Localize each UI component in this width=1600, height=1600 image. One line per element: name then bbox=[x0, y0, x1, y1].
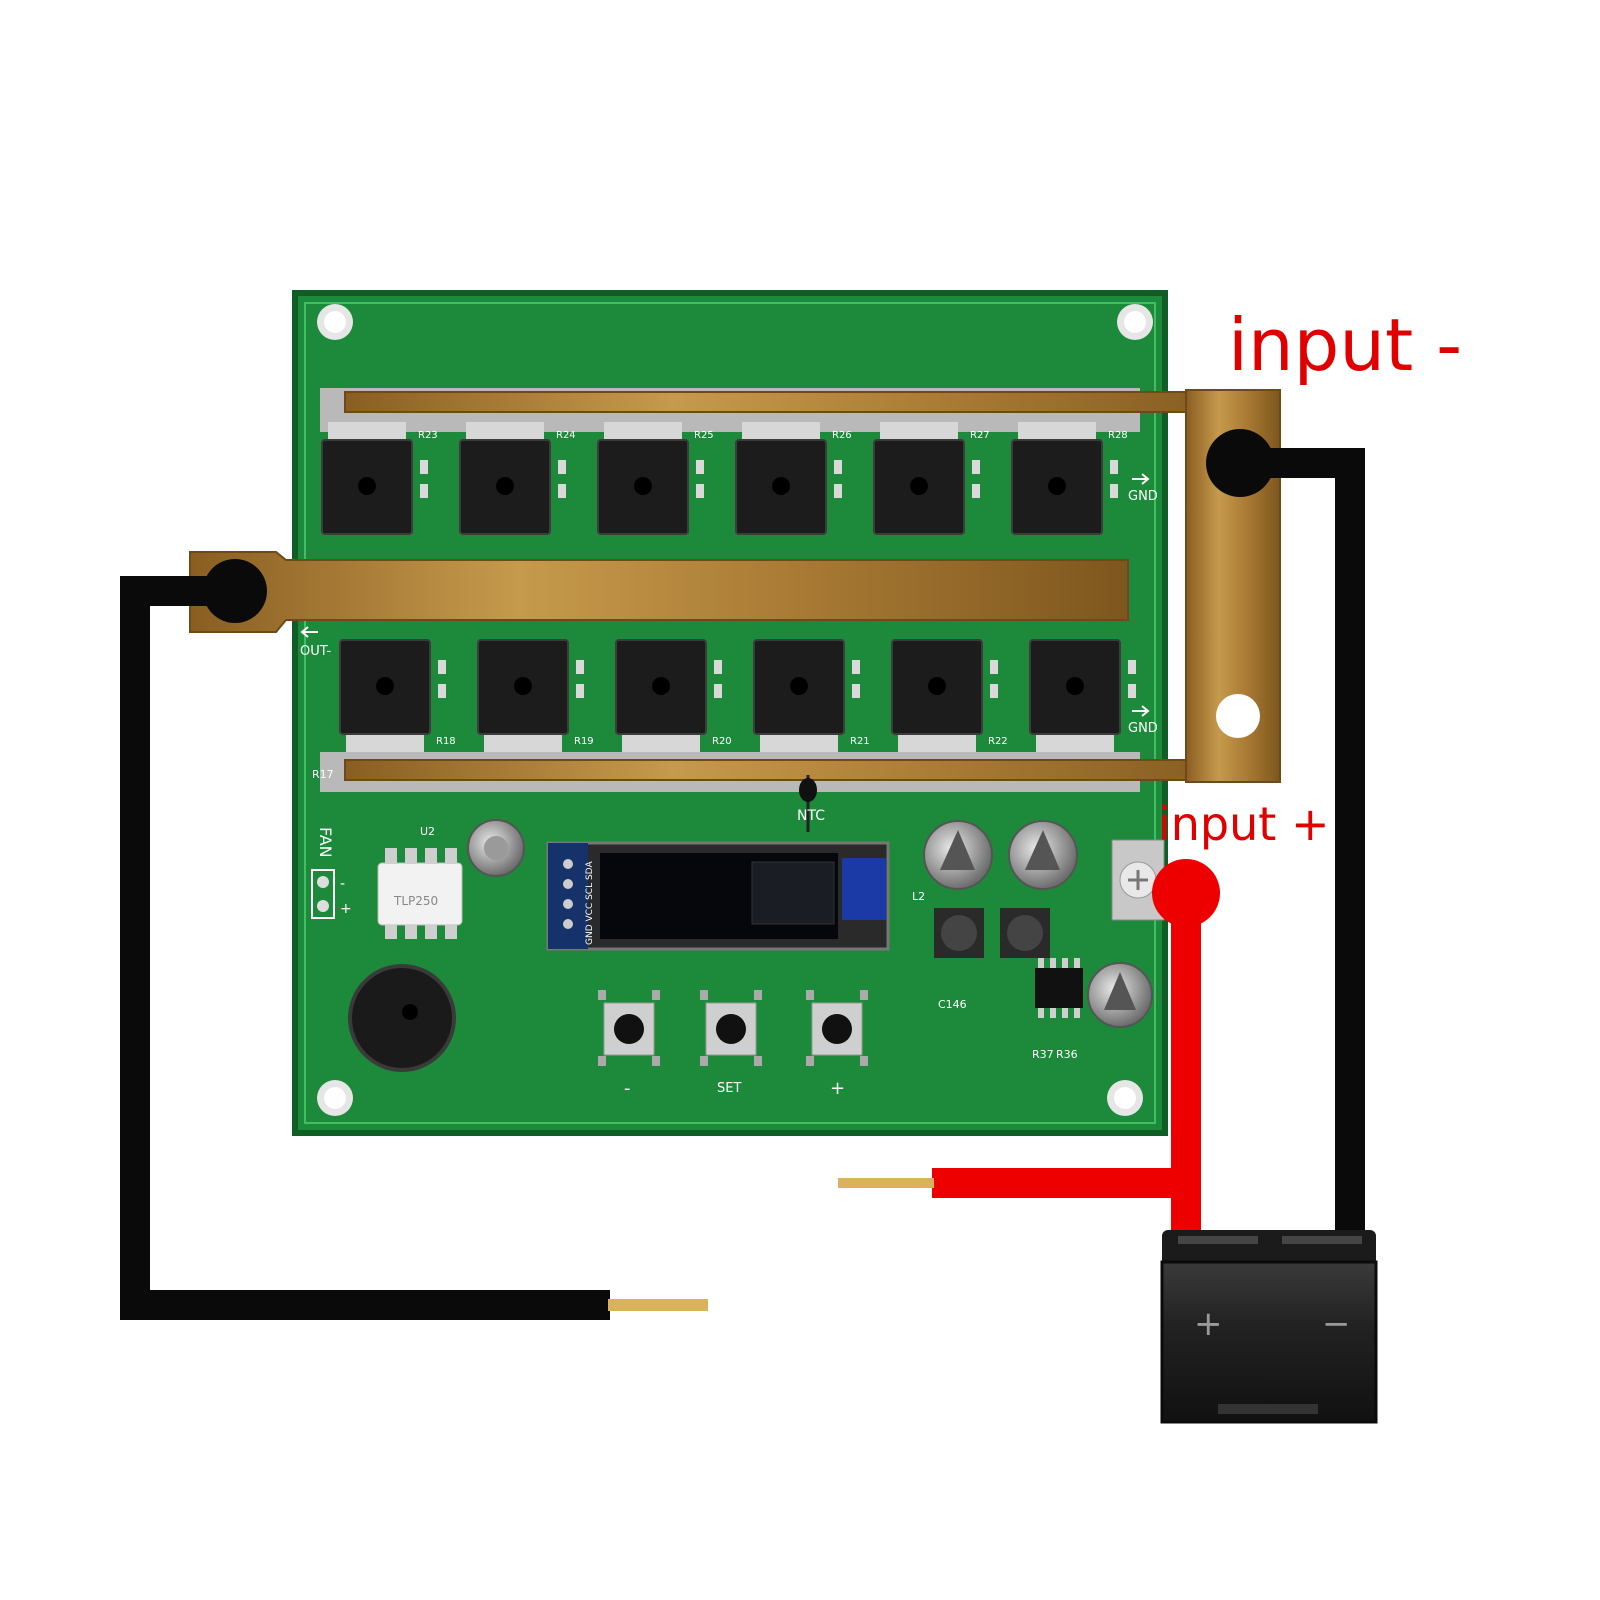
resistor-label: R21 bbox=[850, 736, 870, 747]
resistor-label: R18 bbox=[436, 736, 456, 747]
gnd-label-bottom: GND bbox=[1128, 721, 1158, 736]
mosfet: R24 bbox=[459, 422, 576, 535]
input-positive-label: input + bbox=[1158, 797, 1330, 851]
mosfet: R23 bbox=[321, 422, 438, 535]
ntc-label: NTC bbox=[797, 808, 825, 824]
output-arrow-icon bbox=[300, 626, 318, 638]
buzzer bbox=[348, 964, 456, 1072]
mosfet-row-top: R23 R24 R25 R26 R27 R28 bbox=[321, 422, 1128, 535]
silk-label: R36 bbox=[1056, 1048, 1078, 1061]
negative-input-wire bbox=[1206, 429, 1365, 1232]
fan-connector: FAN - + bbox=[311, 827, 352, 919]
mosfet-row-bottom: R18 R19 R20 R21 R22 bbox=[339, 639, 1136, 752]
inductor bbox=[934, 908, 984, 958]
ground-arrow-icon bbox=[1132, 705, 1150, 717]
input-terminal bbox=[1111, 839, 1165, 921]
minus-button-label: - bbox=[624, 1078, 631, 1099]
optocoupler-label: TLP250 bbox=[393, 894, 438, 908]
silk-label: R37 bbox=[1032, 1048, 1054, 1061]
fan-label: FAN bbox=[316, 827, 335, 858]
capacitor bbox=[923, 820, 993, 890]
silk-label: R17 bbox=[312, 768, 334, 781]
mosfet: R28 bbox=[1011, 422, 1128, 535]
resistor-label: R22 bbox=[988, 736, 1008, 747]
fan-plus-label: + bbox=[340, 901, 352, 917]
output-electrode-wire bbox=[120, 559, 708, 1320]
minus-button[interactable]: - bbox=[598, 990, 660, 1099]
resistor-label: R25 bbox=[694, 430, 714, 441]
electrode-tip bbox=[608, 1299, 708, 1311]
plus-button-label: + bbox=[830, 1078, 845, 1099]
resistor-label: R27 bbox=[970, 430, 990, 441]
output-copper-bus bbox=[189, 551, 1129, 633]
positive-input-wire bbox=[838, 859, 1220, 1232]
resistor-label: R23 bbox=[418, 430, 438, 441]
fan-minus-label: - bbox=[340, 876, 345, 892]
mounting-hole bbox=[317, 1080, 353, 1116]
plus-button[interactable]: + bbox=[806, 990, 868, 1099]
capacitor bbox=[1087, 962, 1153, 1028]
ntc-thermistor: NTC bbox=[797, 775, 825, 832]
terminal-dot bbox=[1152, 859, 1220, 927]
silk-label: U2 bbox=[420, 825, 435, 838]
battery-plus-label: + bbox=[1194, 1304, 1223, 1344]
battery-minus-label: − bbox=[1322, 1304, 1351, 1344]
resistor-label: R24 bbox=[556, 430, 576, 441]
mosfet: R21 bbox=[753, 639, 870, 752]
oled-display: GND VCC SCL SDA bbox=[546, 841, 890, 951]
capacitor bbox=[1008, 820, 1078, 890]
set-button-label: SET bbox=[717, 1081, 741, 1096]
silk-label: C146 bbox=[938, 998, 967, 1011]
mosfet: R18 bbox=[339, 639, 456, 752]
out-negative-label: OUT- bbox=[300, 644, 331, 659]
mounting-hole bbox=[1107, 1080, 1143, 1116]
mosfet: R20 bbox=[615, 639, 732, 752]
optocoupler-chip: TLP250 bbox=[377, 848, 463, 939]
gnd-label-top: GND bbox=[1128, 489, 1158, 504]
resistor-label: R19 bbox=[574, 736, 594, 747]
mosfet: R22 bbox=[891, 639, 1008, 752]
controller-chip bbox=[1035, 958, 1083, 1018]
input-negative-label: input - bbox=[1228, 303, 1462, 387]
terminal-dot bbox=[203, 559, 267, 623]
mosfet: R26 bbox=[735, 422, 852, 535]
mosfet: R19 bbox=[477, 639, 594, 752]
oled-pin-labels: GND VCC SCL SDA bbox=[585, 861, 595, 945]
capacitor bbox=[467, 819, 525, 877]
set-button[interactable]: SET bbox=[700, 990, 762, 1096]
bus-mounting-hole bbox=[1216, 694, 1260, 738]
mosfet bbox=[1029, 639, 1136, 752]
battery: + − bbox=[1160, 1230, 1378, 1424]
mounting-hole bbox=[1117, 304, 1153, 340]
terminal-dot bbox=[1206, 429, 1274, 497]
mounting-hole bbox=[317, 304, 353, 340]
mosfet: R27 bbox=[873, 422, 990, 535]
inductor bbox=[1000, 908, 1050, 958]
electrode-tip bbox=[838, 1178, 934, 1188]
mosfet: R25 bbox=[597, 422, 714, 535]
resistor-label: R26 bbox=[832, 430, 852, 441]
ground-arrow-icon bbox=[1132, 473, 1150, 485]
resistor-label: R20 bbox=[712, 736, 732, 747]
silk-label: L2 bbox=[912, 890, 925, 903]
resistor-label: R28 bbox=[1108, 430, 1128, 441]
